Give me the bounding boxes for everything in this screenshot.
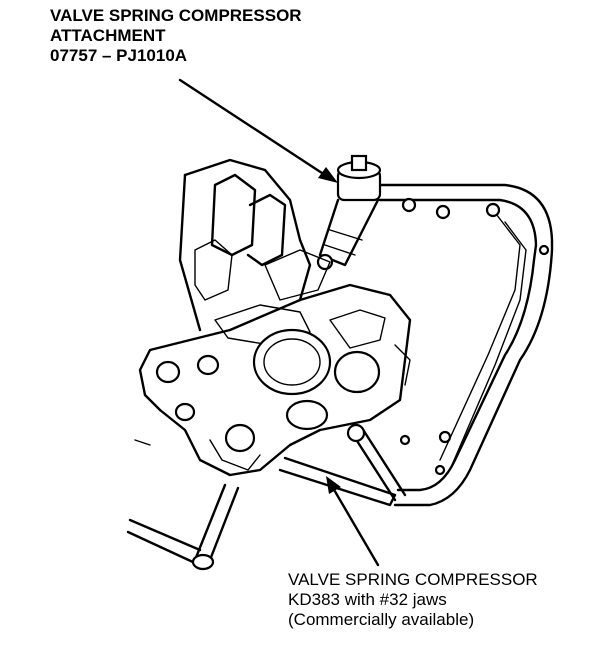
cylinder-head: [134, 158, 412, 477]
attachment-callout: VALVE SPRING COMPRESSOR ATTACHMENT 07757…: [50, 6, 302, 66]
attachment-callout-part-number: 07757 – PJ1010A: [50, 46, 188, 65]
compressor-leader-arrow: [326, 476, 380, 567]
compressor-callout-model: KD383 with #32 jaws: [288, 590, 447, 609]
attachment-callout-subtitle: ATTACHMENT: [50, 26, 166, 45]
compressor-callout-availability: (Commercially available): [288, 610, 475, 629]
compressor-callout-title: VALVE SPRING COMPRESSOR: [288, 570, 538, 589]
valve-spring-compressor-attachment: [316, 154, 382, 271]
attachment-callout-title: VALVE SPRING COMPRESSOR: [50, 6, 302, 25]
attachment-leader-arrow: [178, 78, 338, 183]
compressor-screw-rod: [126, 423, 407, 571]
compressor-frame: [378, 183, 554, 507]
compressor-callout: VALVE SPRING COMPRESSOR KD383 with #32 j…: [288, 570, 538, 630]
